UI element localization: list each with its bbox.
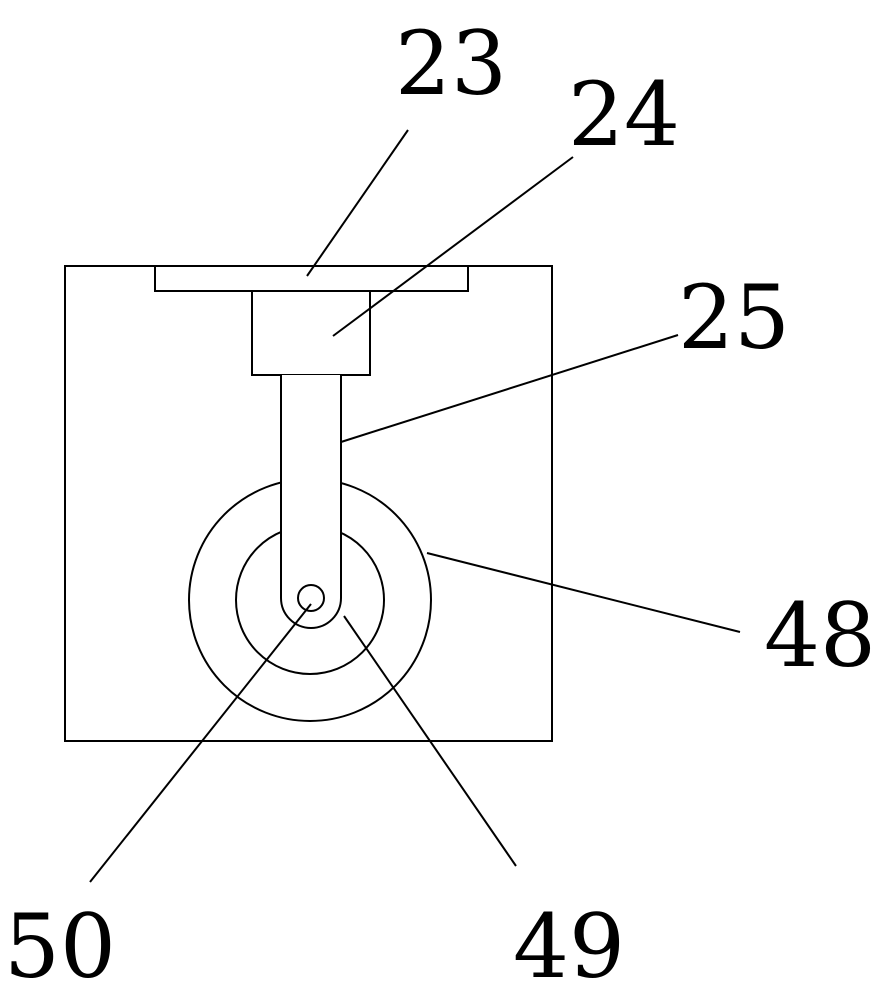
label-50: 50 [4,895,116,998]
axle [298,585,324,611]
label-23: 23 [395,12,507,115]
leader-23 [307,130,408,276]
swivel-block [252,291,370,375]
label-24: 24 [568,63,680,166]
label-48: 48 [764,584,876,687]
label-25: 25 [678,266,790,369]
label-49: 49 [513,895,625,998]
